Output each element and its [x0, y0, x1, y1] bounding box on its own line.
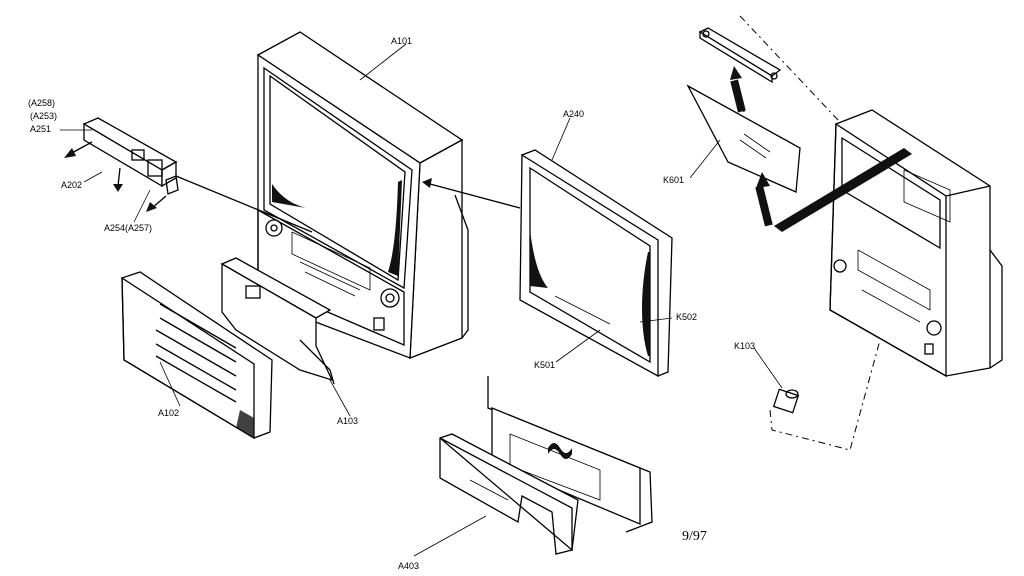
label-a240: A240 — [563, 109, 584, 119]
label-k501: K501 — [534, 360, 555, 370]
speaker-bar — [82, 117, 179, 195]
lower-panel — [220, 257, 335, 385]
bottom-chassis — [439, 376, 653, 555]
leader-lines — [60, 43, 783, 557]
label-a254-a257: A254(A257) — [104, 223, 152, 233]
label-a258: (A258) — [28, 98, 55, 108]
label-a102: A102 — [158, 408, 179, 418]
screen-frame — [519, 149, 673, 378]
label-k502: K502 — [676, 312, 697, 322]
label-a253: (A253) — [30, 111, 57, 121]
speaker-grille — [121, 271, 273, 440]
date-code: 9/97 — [682, 529, 707, 544]
label-k103: K103 — [734, 341, 755, 351]
dash-lines — [739, 15, 881, 451]
assembly-arrows — [64, 66, 773, 233]
label-a103: A103 — [337, 416, 358, 426]
rear-cabinet — [829, 109, 1003, 378]
label-a101: A101 — [391, 36, 412, 46]
top-bracket — [698, 27, 782, 84]
tv-cabinet — [256, 31, 469, 359]
ribbon-strip — [774, 148, 912, 232]
small-part-k103 — [772, 388, 800, 414]
label-a202: A202 — [61, 180, 82, 190]
mirror-panel — [686, 84, 801, 193]
label-k601: K601 — [663, 175, 684, 185]
label-a403: A403 — [398, 561, 419, 571]
label-a251: A251 — [30, 124, 51, 134]
